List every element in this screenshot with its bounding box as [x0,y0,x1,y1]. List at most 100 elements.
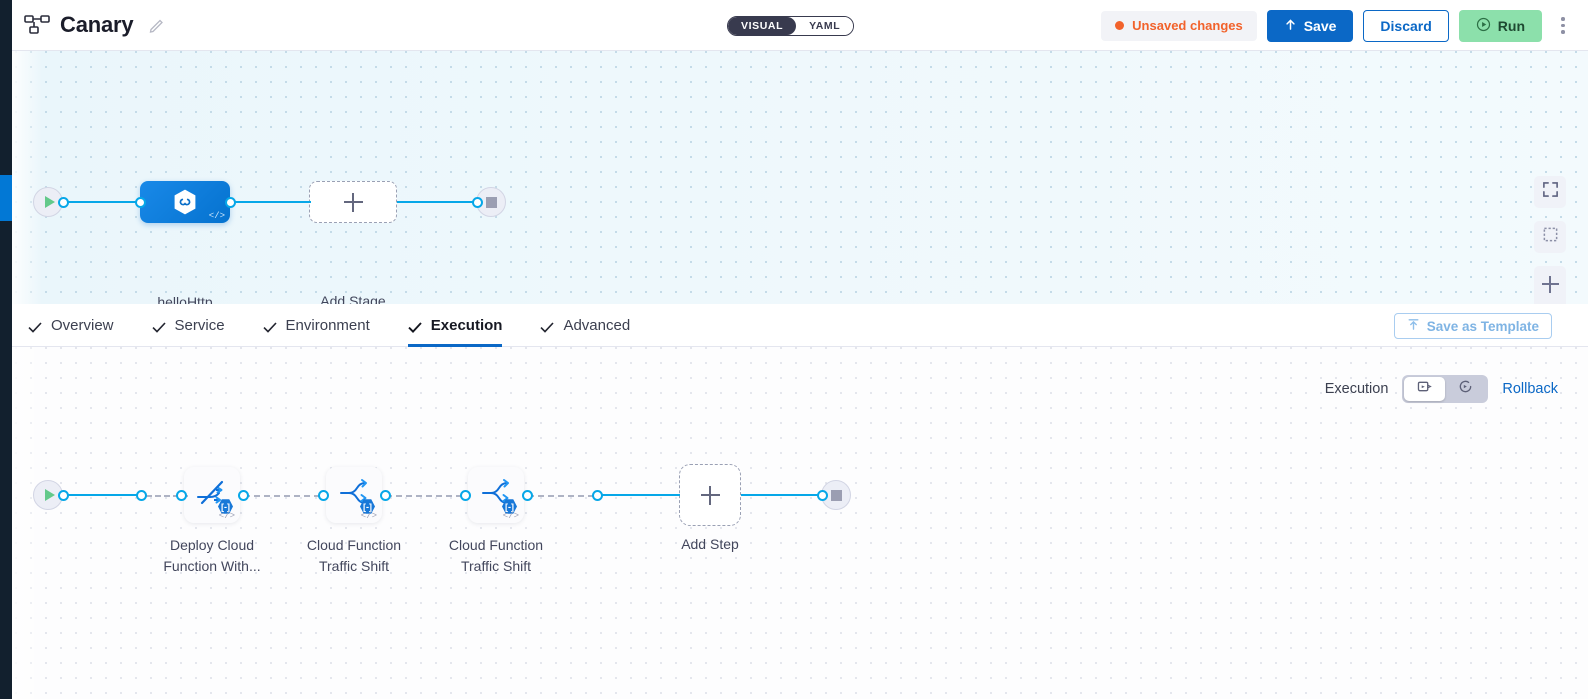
step-status-badge: [-] [218,499,233,514]
tab-advanced[interactable]: Advanced [540,304,630,347]
step1-output-port[interactable] [238,490,249,501]
edge-add-to-end [397,201,477,204]
edge-start-to-group [64,494,146,497]
left-rail-active-indicator [0,175,12,221]
execution-view-button[interactable] [1404,377,1446,401]
tab-overview[interactable]: Overview [28,304,114,347]
save-as-template-label: Save as Template [1426,318,1539,334]
tab-environment[interactable]: Environment [262,304,370,347]
step-node-deploy-cloud-function[interactable]: [-] </> [184,467,240,523]
section-tabs: Overview Service Environment Execution [0,304,630,347]
step-node-traffic-shift-1[interactable]: [-] </> [326,467,382,523]
stop-icon [485,196,497,208]
page-title: Canary [60,12,134,37]
end-input-port[interactable] [472,197,483,208]
check-icon [408,320,422,333]
add-stage-label: Add Stage [320,293,386,304]
tab-service-label: Service [174,316,225,334]
stage-node-hellohttp[interactable]: </> [140,181,230,223]
kebab-menu-icon[interactable] [1552,10,1574,42]
tab-advanced-label: Advanced [563,316,631,334]
discard-button-label: Discard [1380,17,1432,34]
section-tabs-bar: Overview Service Environment Execution [0,304,1588,347]
check-icon [28,320,42,333]
tab-execution[interactable]: Execution [407,304,502,347]
add-step-button[interactable] [679,464,741,526]
app-header: Canary VISUAL YAML Unsaved changes [0,0,1588,51]
zoom-in-icon [1541,275,1559,293]
step-label-deploy-cloud-function: Deploy Cloud Function With... [137,535,287,577]
tab-service[interactable]: Service [151,304,225,347]
edge-step3-to-group-out [528,495,594,497]
step3-output-port[interactable] [522,490,533,501]
play-icon [44,489,55,501]
edge-start-to-stage [64,201,143,204]
edge-group-to-step1 [146,495,188,497]
traffic-shift-icon [479,478,513,513]
stage-code-badge: </> [208,211,225,221]
execution-mode-switch[interactable] [1402,375,1489,403]
edge-stage-to-add [231,201,311,204]
play-icon [44,196,55,208]
add-step-label: Add Step [681,536,739,552]
step-label-line2: Traffic Shift [460,558,532,574]
fit-to-view-icon [1542,226,1559,248]
plus-icon [343,192,363,212]
execution-switch-label: Execution [1324,381,1389,397]
step-label-line1: Deploy Cloud [169,537,255,553]
step-label-line2: Traffic Shift [318,558,390,574]
app-left-rail [0,0,12,699]
kebab-dot [1561,30,1565,34]
add-stage-button[interactable] [309,181,397,223]
step-status-badge: [-] [502,499,517,514]
execution-end-input-port[interactable] [817,490,828,501]
pipeline-glyph-icon [24,14,50,36]
step2-input-port[interactable] [318,490,329,501]
step-code-badge: </> [502,511,519,521]
canvas-left-fade [12,51,42,304]
zoom-in-button[interactable] [1534,266,1566,302]
step3-input-port[interactable] [460,490,471,501]
discard-button[interactable]: Discard [1363,9,1449,42]
upload-arrow-icon [1284,18,1297,34]
mode-option-visual[interactable]: VISUAL [728,17,797,35]
check-icon [151,320,166,333]
step-label-line1: Cloud Function [448,537,544,553]
start-output-port[interactable] [58,197,69,208]
step-status-badge: [-] [360,499,375,514]
fit-to-view-button[interactable] [1534,221,1566,253]
header-left-group: Canary [0,12,165,38]
save-button[interactable]: Save [1266,9,1354,42]
step-label-line1: Cloud Function [306,537,402,553]
execution-start-output-port[interactable] [58,490,69,501]
step-label-line2: Function With... [163,558,261,574]
stop-icon [830,489,842,501]
zoom-controls[interactable] [1534,266,1566,304]
mode-option-yaml[interactable]: YAML [796,17,854,35]
stage-canvas[interactable]: </> helloHttp Add Stage [0,51,1588,304]
execution-canvas[interactable]: Canary Deployment [-] </> Deploy Cloud F… [0,347,1588,699]
step1-input-port[interactable] [176,490,187,501]
edge-group-to-add-step [598,494,680,497]
edge-step1-to-step2 [244,495,320,497]
run-button[interactable]: Run [1458,9,1542,42]
group-input-port[interactable] [136,490,147,501]
group-output-port[interactable] [592,490,603,501]
harness-hexagon-icon [172,188,198,216]
save-button-label: Save [1303,17,1337,34]
traffic-shift-icon [337,478,371,513]
step2-output-port[interactable] [380,490,391,501]
header-actions: Unsaved changes Save Discard [1101,0,1574,51]
tab-overview-label: Overview [51,316,114,334]
rollback-link[interactable]: Rollback [1502,381,1558,397]
step-node-traffic-shift-2[interactable]: [-] </> [468,467,524,523]
check-icon [540,320,555,333]
pencil-icon[interactable] [149,17,165,33]
visual-yaml-toggle[interactable]: VISUAL YAML [727,16,855,36]
stage-output-port[interactable] [225,197,236,208]
save-as-template-button[interactable]: Save as Template [1393,313,1552,339]
fullscreen-button[interactable] [1534,176,1566,208]
step-label-traffic-shift-1: Cloud Function Traffic Shift [279,535,429,577]
stage-input-port[interactable] [135,197,146,208]
rollback-view-button[interactable] [1445,377,1486,401]
